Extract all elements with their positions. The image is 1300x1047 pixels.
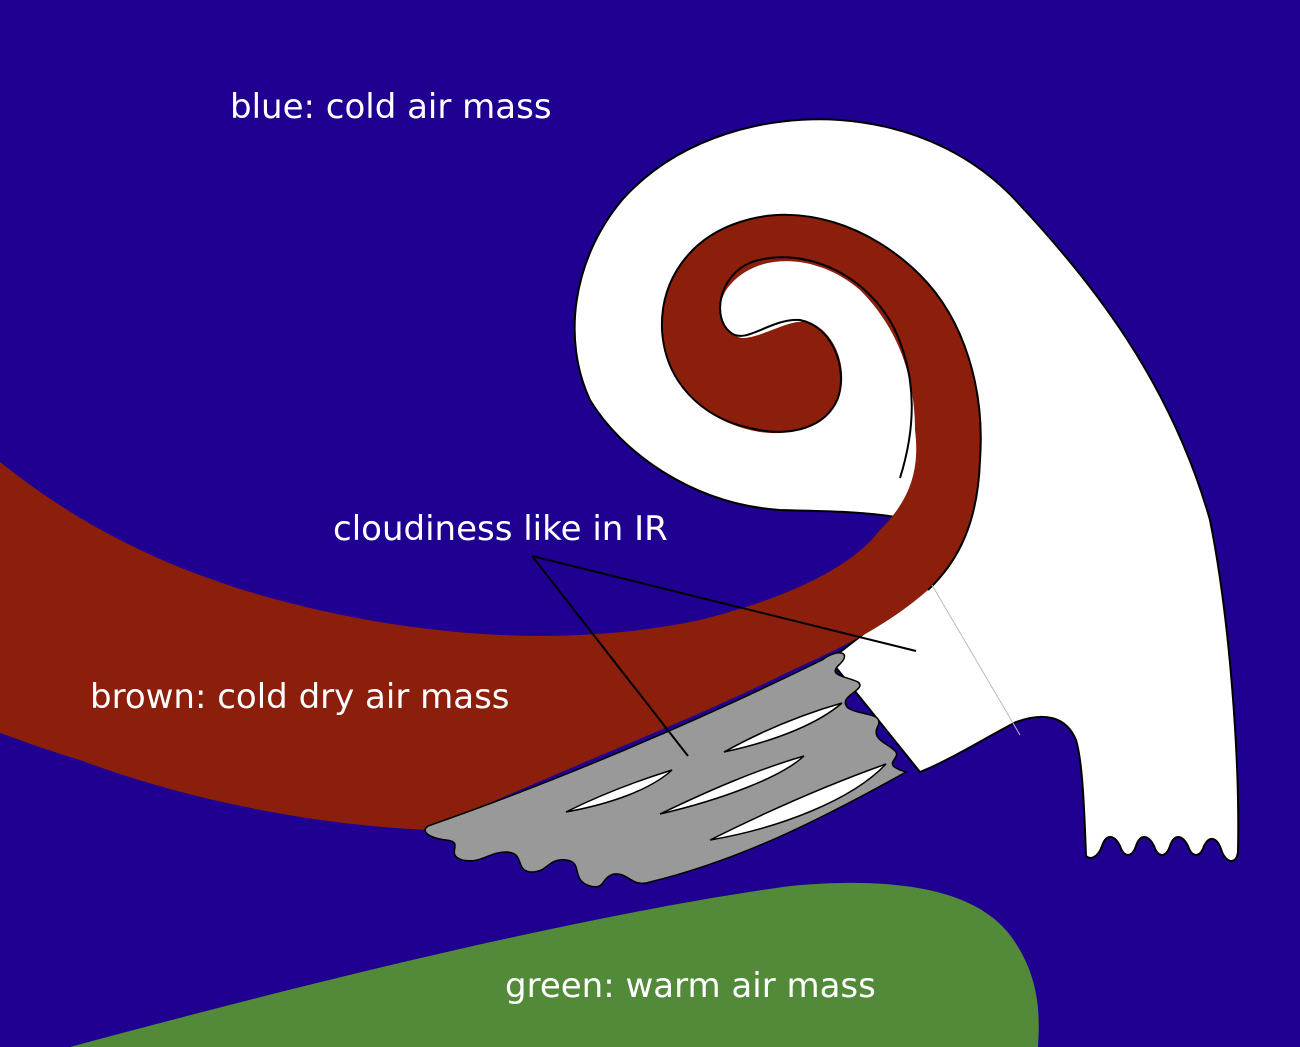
label-cloudiness: cloudiness like in IR: [333, 509, 668, 549]
callout-line-to-white-head: [531, 555, 917, 652]
cloud-sliver: [709, 763, 887, 841]
cloud-band-region: [424, 652, 908, 888]
cloud-slivers: [565, 702, 887, 841]
label-warm-air-mass: green: warm air mass: [505, 966, 876, 1006]
cloud-sliver: [659, 755, 805, 815]
warm-air-mass-region: [70, 882, 1039, 1047]
head-divider-line: [931, 584, 1021, 736]
spiral-outline: [660, 213, 982, 591]
cold-dry-air-mass-region: [0, 214, 981, 831]
label-cold-dry-air-mass: brown: cold dry air mass: [90, 677, 510, 717]
callout-line-to-grey-band: [531, 555, 689, 757]
label-cold-air-mass: blue: cold air mass: [230, 87, 552, 127]
cloud-sliver: [565, 769, 673, 813]
cloud-sliver: [723, 702, 843, 753]
cloudiness-callout-lines: [531, 555, 917, 757]
